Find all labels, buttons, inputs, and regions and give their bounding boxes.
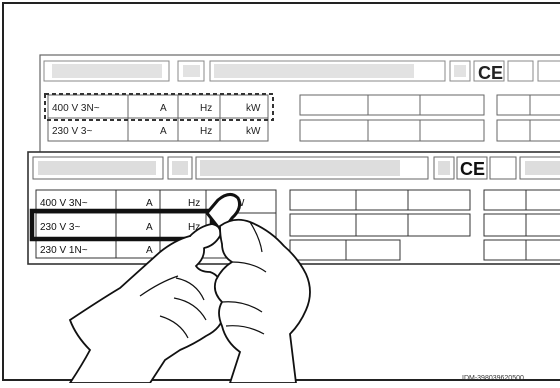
front-row3-current: A xyxy=(146,245,153,256)
front-row2-current: A xyxy=(146,222,153,233)
figure-id: IDM-398039620500 xyxy=(462,375,524,382)
front-row1-freq: Hz xyxy=(188,198,200,209)
back-ce-mark: CE xyxy=(478,63,503,83)
back-nameplate: CE 400 V 3N~ A Hz kW 230 V 3~ A Hz kW xyxy=(39,54,560,156)
left-thumb xyxy=(189,223,222,249)
back-row2-voltage: 230 V 3~ xyxy=(52,126,92,137)
back-row2-power: kW xyxy=(246,126,261,137)
back-row1-voltage: 400 V 3N~ xyxy=(52,103,100,114)
left-hand-finger-lines xyxy=(139,275,207,339)
back-row2-current: A xyxy=(160,126,167,137)
front-row2-voltage: 230 V 3~ xyxy=(40,222,80,233)
front-row3-voltage: 230 V 1N~ xyxy=(40,245,88,256)
front-row1-voltage: 400 V 3N~ xyxy=(40,198,88,209)
front-ce-mark: CE xyxy=(460,159,485,179)
right-hand-finger-lines xyxy=(221,221,267,335)
right-hand xyxy=(213,218,311,384)
back-row1-power: kW xyxy=(246,103,261,114)
back-row2-freq: Hz xyxy=(200,126,212,137)
back-row1-highlight xyxy=(44,93,274,121)
front-row2-freq: Hz xyxy=(188,222,200,233)
peeled-sticker-flap xyxy=(205,193,241,235)
back-row1-current: A xyxy=(160,103,167,114)
back-row1-freq: Hz xyxy=(200,103,212,114)
front-row1-current: A xyxy=(146,198,153,209)
front-nameplate: CE 400 V 3N~ A Hz kW 230 V 3~ A Hz 230 V… xyxy=(27,151,560,265)
